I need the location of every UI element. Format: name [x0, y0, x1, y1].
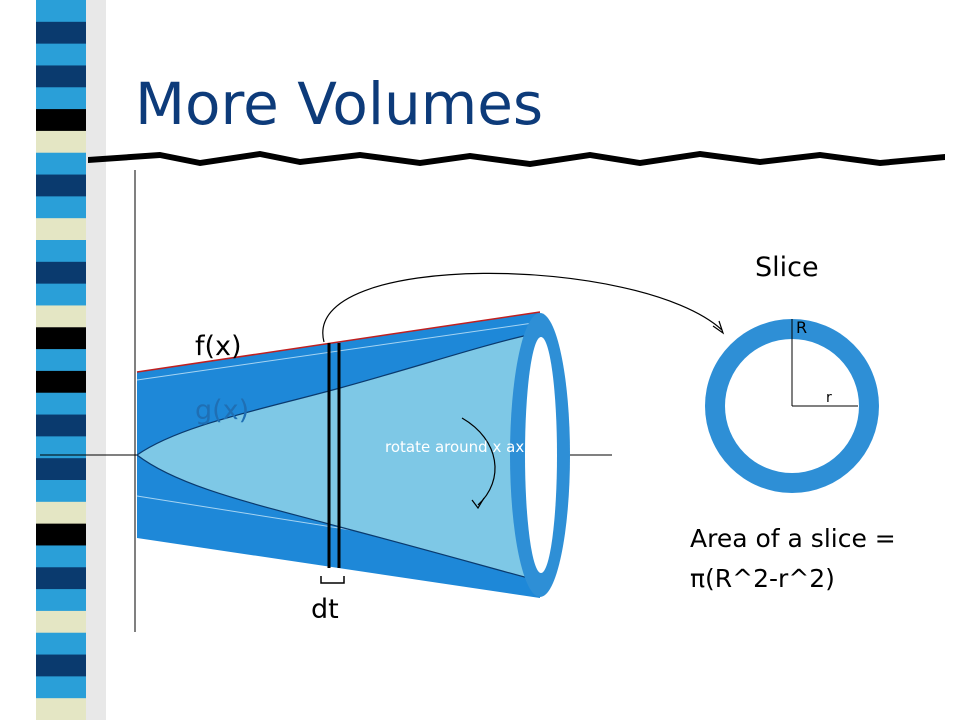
- stripe-block: [36, 632, 86, 656]
- stripe-block: [36, 523, 86, 546]
- stripe-block: [36, 152, 86, 176]
- stripe-block: [36, 480, 86, 503]
- stripe-block: [36, 261, 86, 285]
- f-curve: [136, 311, 541, 373]
- title-underline: [88, 151, 945, 167]
- rotate-label: rotate around x axis: [385, 438, 536, 456]
- stripe-block: [36, 436, 86, 459]
- stripe-block: [36, 349, 86, 372]
- stripe-block: [36, 698, 86, 720]
- dt-bracket: [320, 576, 345, 584]
- slice-pointer-arrowhead: [712, 320, 725, 335]
- slice-pointer-arrow: [322, 272, 723, 343]
- R-label: R: [796, 318, 807, 337]
- stripe-block: [36, 392, 86, 416]
- stripe-block: [36, 283, 86, 306]
- stripe-block: [36, 240, 86, 263]
- stripe-block: [36, 87, 86, 110]
- stripe-block: [36, 0, 86, 23]
- stripe-block: [36, 370, 86, 394]
- dt-label: dt: [311, 594, 339, 625]
- stripe-block: [36, 327, 86, 350]
- solid-end-hole: [525, 337, 557, 573]
- stripe-block: [36, 109, 86, 132]
- stripe-block: [36, 610, 86, 634]
- area-formula-line1: Area of a slice =: [690, 524, 896, 553]
- stripe-block: [36, 654, 86, 677]
- stripe-block: [36, 414, 86, 437]
- decorative-stripes: [36, 0, 106, 720]
- stripe-block: [36, 305, 86, 328]
- area-formula-line2: π(R^2-r^2): [690, 564, 835, 593]
- stripe-block: [36, 589, 86, 612]
- slice-title: Slice: [755, 252, 819, 283]
- rotate-arrowhead: [471, 497, 485, 510]
- stripe-block: [36, 130, 86, 154]
- stripe-block: [36, 21, 86, 45]
- stripe-shadow: [86, 0, 106, 720]
- page-title: More Volumes: [135, 70, 544, 138]
- stripe-block: [36, 458, 86, 481]
- stripe-block: [36, 174, 86, 197]
- f-label: f(x): [195, 331, 242, 362]
- rotate-arrow: [461, 417, 496, 506]
- stripe-block: [36, 501, 86, 525]
- r-label: r: [826, 390, 832, 406]
- stripe-block: [36, 676, 86, 699]
- stripe-block: [36, 196, 86, 219]
- stripe-block: [36, 545, 86, 568]
- stripe-block: [36, 43, 86, 66]
- stripe-block: [36, 567, 86, 590]
- stripe-block: [36, 65, 86, 88]
- g-label: g(x): [195, 395, 249, 426]
- inner-solid: [137, 335, 528, 578]
- stripe-block: [36, 218, 86, 241]
